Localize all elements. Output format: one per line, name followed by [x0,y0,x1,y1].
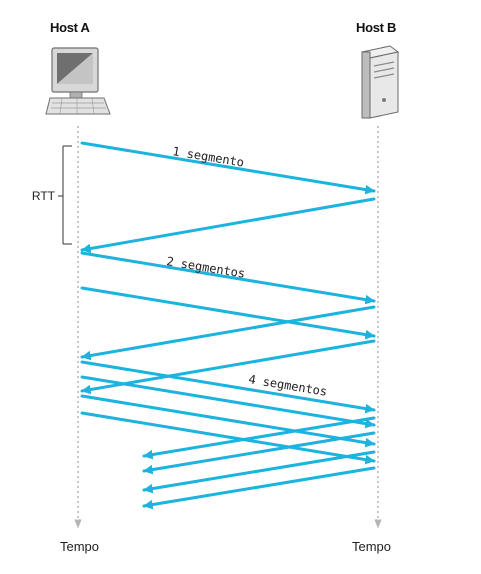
segment-arrow [80,360,376,414]
host-a-label: Host A [50,20,90,35]
ack-arrow [142,416,376,460]
segment-arrow [80,375,376,429]
segment-arrow [80,394,376,448]
ack-arrow [80,339,376,395]
segment-arrow [80,411,376,465]
time-label-host-b: Tempo [352,539,392,554]
ack-arrow [80,197,376,254]
ack-arrow [142,466,376,510]
ack-arrow [142,431,376,475]
ack-arrow [142,450,376,494]
segment-arrow [80,141,376,195]
rtt-label: RTT [32,189,56,203]
segment-label-1: 1 segmento [172,144,246,169]
segment-arrow [80,251,376,305]
rtt-bracket [58,145,72,245]
segment-arrow [80,286,376,340]
server-tower-icon [360,45,400,119]
host-b-label: Host B [356,20,397,35]
desktop-computer-icon [45,47,111,115]
time-label-host-a: Tempo [60,539,100,554]
ack-arrow [80,305,376,361]
segment-label-2: 2 segmentos [166,254,247,281]
